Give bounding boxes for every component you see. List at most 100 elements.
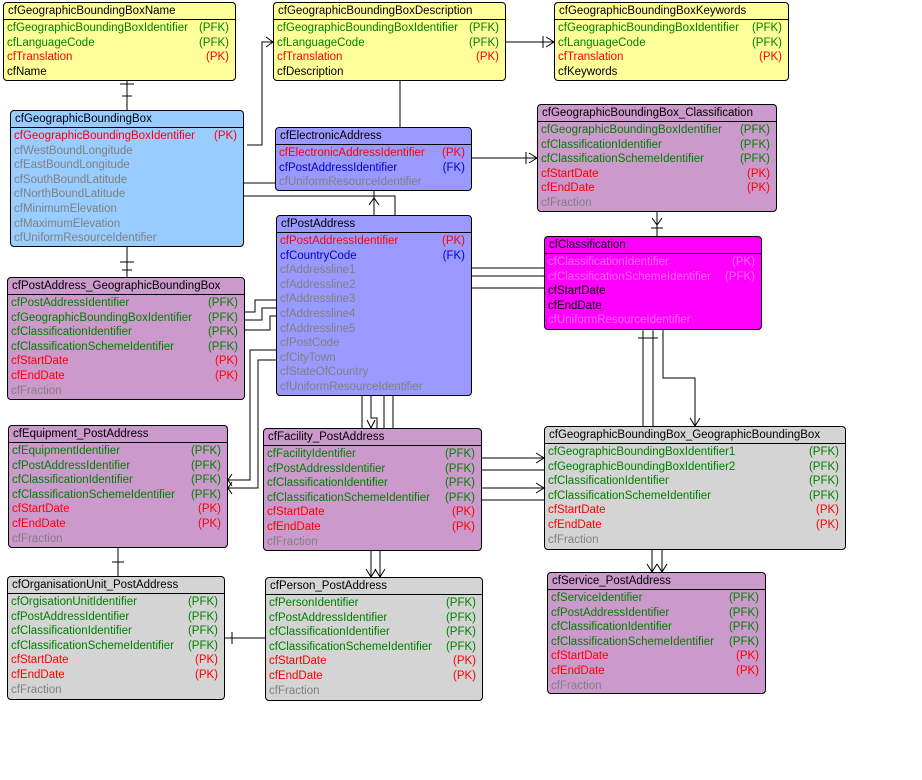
attribute-row: cfTranslation(PK): [7, 50, 232, 65]
attribute-name: cfGeographicBoundingBoxIdentifier1: [548, 446, 736, 458]
attribute-row: cfEndDate(PK): [551, 664, 762, 679]
attribute-row: cfClassificationIdentifier (PFK): [269, 625, 479, 640]
attribute-name: cfLanguageCode: [558, 36, 646, 49]
attribute-row: cfAddressline1: [280, 263, 468, 278]
attribute-key-type: (PFK): [728, 606, 759, 619]
attribute-row: cfElectronicAddressIdentifier(PK): [279, 146, 468, 161]
attribute-name: cfTranslation: [558, 51, 624, 64]
attribute-row: cfName: [7, 65, 232, 80]
attribute-row: cfPostAddressIdentifier(PFK): [269, 611, 479, 626]
entity-title: cfClassification: [545, 237, 761, 254]
attribute-key-type: (PK): [215, 355, 238, 368]
attribute-name: cfFraction: [11, 384, 62, 397]
attribute-name: cfLanguageCode: [277, 36, 365, 49]
attribute-name: cfFraction: [551, 679, 602, 692]
attribute-name: cfEndDate: [548, 518, 602, 531]
attribute-row: cfFraction: [12, 532, 224, 547]
attribute-row: cfClassificationSchemeIdentifier(PFK): [269, 640, 479, 655]
attribute-row: cfStateOfCountry: [280, 365, 468, 380]
attribute-row: cfWestBoundLongitude: [14, 144, 240, 159]
attribute-row: cfGeographicBoundingBoxIdentifier2(PFK): [548, 460, 842, 475]
entity-geographicboundingbox-geographicboundingbox[interactable]: cfGeographicBoundingBox_GeographicBoundi…: [544, 426, 846, 550]
entity-title: cfPostAddress_GeographicBoundingBox: [8, 278, 244, 295]
attribute-row: cfClassificationIdentifier(PFK): [541, 138, 773, 153]
attribute-row: cfStartDate(PK): [11, 653, 221, 668]
attribute-row: cfServiceIdentifier(PFK): [551, 591, 762, 606]
attribute-row: cfPostAddressIdentifier(PFK): [12, 459, 224, 474]
attribute-name: cfClassificationSchemeIdentifier: [548, 489, 711, 502]
attribute-row: cfSouthBoundLatitude: [14, 173, 240, 188]
attribute-row: cfUniformResourceIdentifier: [14, 231, 240, 246]
entity-attribute-list: cfElectronicAddressIdentifier(PK)cfPostA…: [276, 145, 471, 190]
attribute-name: cfWestBoundLongitude: [14, 144, 133, 157]
attribute-name: cfPostAddressIdentifier: [11, 610, 130, 623]
attribute-key-type: (PFK): [724, 270, 755, 283]
attribute-row: cfUniformResourceIdentifier: [548, 313, 758, 328]
attribute-name: cfClassificationSchemeIdentifier: [269, 640, 432, 653]
attribute-key-type: (PFK): [207, 340, 238, 353]
attribute-key-type: (PK): [452, 520, 475, 533]
attribute-row: cfCountryCode(FK): [280, 249, 468, 264]
attribute-key-type: (PFK): [468, 36, 499, 49]
attribute-key-type: (PFK): [808, 446, 839, 458]
attribute-name: cfMaximumElevation: [14, 217, 121, 230]
attribute-key-type: (PK): [747, 167, 770, 180]
attribute-key-type: (PFK): [187, 610, 218, 623]
entity-title: cfGeographicBoundingBoxKeywords: [555, 3, 788, 20]
attribute-name: cfEndDate: [541, 182, 595, 195]
attribute-name: cfClassificationIdentifier: [548, 475, 669, 488]
attribute-key-type: (PK): [736, 650, 759, 663]
attribute-name: cfStartDate: [12, 503, 70, 516]
attribute-name: cfClassificationSchemeIdentifier: [541, 153, 704, 166]
attribute-name: cfClassificationIdentifier: [12, 474, 133, 487]
entity-title: cfPerson_PostAddress: [266, 578, 482, 595]
attribute-row: cfLanguageCode(PFK): [7, 36, 232, 51]
attribute-row: cfClassificationIdentifier(PFK): [11, 624, 221, 639]
attribute-name: cfUniformResourceIdentifier: [280, 380, 423, 393]
attribute-name: cfPostAddressIdentifier: [267, 462, 386, 475]
attribute-row: cfStartDate: [548, 284, 758, 299]
attribute-name: cfSouthBoundLatitude: [14, 173, 128, 186]
attribute-name: cfClassificationIdentifier: [269, 626, 390, 639]
attribute-name: cfUniformResourceIdentifier: [14, 232, 157, 245]
attribute-row: cfUniformResourceIdentifier: [279, 175, 468, 190]
attribute-name: cfAddressline3: [280, 293, 356, 306]
attribute-key-type: (PFK): [187, 639, 218, 652]
attribute-name: cfClassificationIdentifier: [11, 625, 132, 638]
entity-attribute-list: cfClassificationIdentifier(PK)cfClassifi…: [545, 254, 761, 329]
entity-attribute-list: cfGeographicBoundingBoxIdentifier(PFK)cf…: [4, 20, 235, 80]
attribute-row: cfFraction: [11, 683, 221, 698]
attribute-name: cfStartDate: [548, 504, 606, 517]
attribute-name: cfStartDate: [541, 167, 599, 180]
attribute-row: cfLanguageCode (PFK): [277, 36, 502, 51]
attribute-row: cfOrgisationUnitIdentifier(PFK): [11, 595, 221, 610]
relationship-line: [366, 419, 376, 430]
attribute-name: cfMinimumElevation: [14, 202, 117, 215]
attribute-name: cfFraction: [11, 683, 62, 696]
attribute-key-type: (PK): [198, 503, 221, 516]
attribute-name: cfLanguageCode: [7, 36, 95, 49]
attribute-row: cfStartDate(PK): [551, 649, 762, 664]
attribute-name: cfFraction: [541, 196, 592, 209]
relationship-line: [245, 315, 276, 331]
attribute-row: cfEndDate(PK): [541, 181, 773, 196]
attribute-key-type: (PFK): [445, 626, 476, 639]
attribute-name: cfStartDate: [11, 654, 69, 667]
attribute-name: cfClassificationSchemeIdentifier: [551, 635, 714, 648]
attribute-row: cfClassificationSchemeIdentifier(PFK): [541, 152, 773, 167]
